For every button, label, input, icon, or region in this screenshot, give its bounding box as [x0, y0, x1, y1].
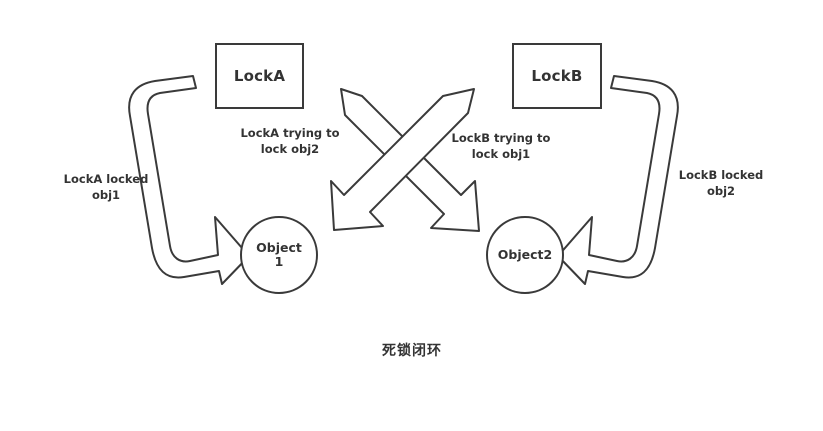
edge-label-lockb-trying-obj1: LockB trying to lock obj1 — [451, 131, 551, 161]
node-lock-a-label: LockA — [233, 67, 286, 85]
arrow-locka-locked-obj1 — [128, 75, 250, 285]
node-object-1-label: Object 1 — [256, 239, 302, 269]
node-object-2[interactable]: Object2 — [486, 216, 564, 294]
node-object-2-label: Object2 — [497, 246, 553, 262]
node-object-1[interactable]: Object 1 — [240, 216, 318, 294]
arrow-lockb-trying-obj1 — [330, 88, 475, 231]
edge-label-locka-locked-obj1: LockA locked obj1 — [63, 172, 149, 202]
edge-label-locka-trying-obj2: LockA trying to lock obj2 — [240, 126, 340, 156]
arrow-lockb-locked-obj2 — [557, 75, 679, 285]
node-lock-b-label: LockB — [531, 67, 583, 85]
node-lock-a[interactable]: LockA — [215, 43, 304, 109]
diagram-caption: 死锁闭环 — [382, 343, 442, 359]
edge-label-lockb-locked-obj2: LockB locked obj2 — [678, 168, 764, 198]
node-lock-b[interactable]: LockB — [512, 43, 602, 109]
